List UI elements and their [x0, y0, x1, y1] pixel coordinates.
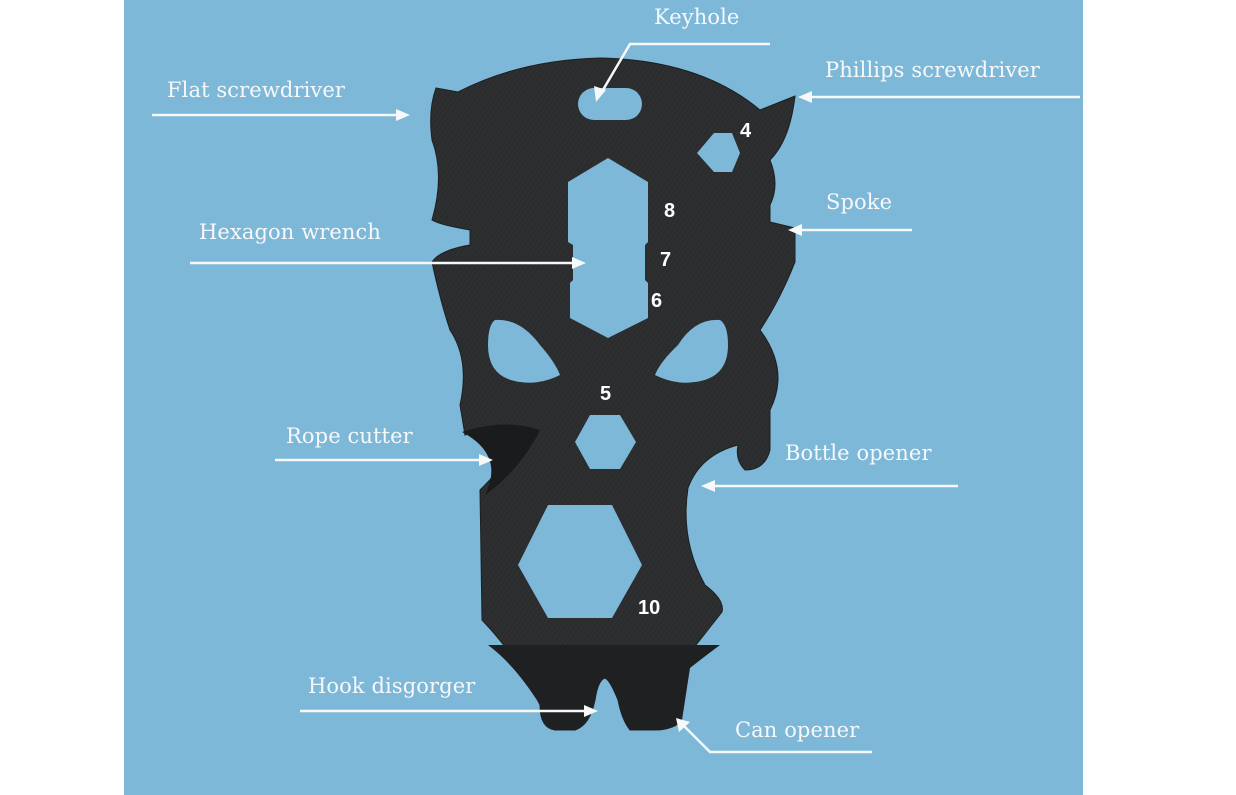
wrench-size-numbers: 4 8 7 6 5 10	[600, 120, 752, 619]
size-8: 8	[664, 200, 675, 222]
tool-cutouts	[488, 88, 740, 618]
label-can-opener: Can opener	[735, 718, 860, 742]
label-hook-disgorger: Hook disgorger	[308, 674, 476, 698]
hex-8-7-6-cutout	[568, 158, 648, 338]
size-10: 10	[638, 597, 660, 619]
multi-tool-body	[430, 57, 796, 731]
callout-lines	[152, 42, 1080, 754]
hex-5-cutout	[575, 415, 636, 469]
label-keyhole: Keyhole	[654, 5, 740, 29]
keyhole-arrow	[598, 42, 770, 96]
label-flat-screwdriver: Flat screwdriver	[167, 78, 346, 102]
size-5: 5	[600, 383, 611, 405]
hex-10-cutout	[518, 505, 642, 618]
keyhole-cutout	[578, 88, 642, 120]
label-hexagon-wrench: Hexagon wrench	[199, 220, 382, 244]
left-eye-cutout	[488, 319, 560, 383]
right-eye-cutout	[655, 319, 728, 383]
size-4: 4	[740, 120, 752, 142]
label-bottle-opener: Bottle opener	[785, 441, 932, 465]
hex-4-cutout	[697, 133, 740, 172]
size-6: 6	[651, 290, 662, 312]
label-phillips-screwdriver: Phillips screwdriver	[825, 58, 1040, 82]
arrow-heads	[396, 86, 812, 732]
label-spoke: Spoke	[826, 190, 893, 214]
can-opener-arrow	[683, 725, 872, 754]
size-7: 7	[660, 249, 671, 271]
label-rope-cutter: Rope cutter	[286, 424, 413, 448]
